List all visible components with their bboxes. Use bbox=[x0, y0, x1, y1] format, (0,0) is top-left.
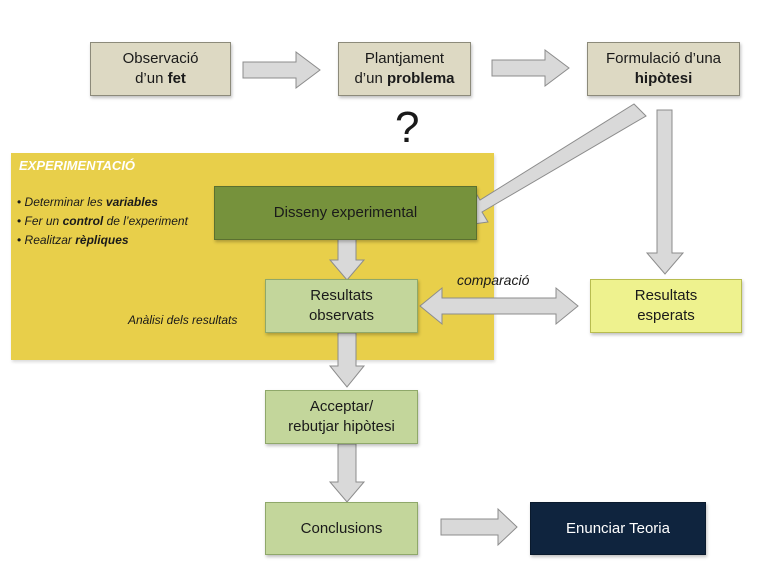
node-resultats-esperats: Resultats esperats bbox=[590, 279, 742, 333]
analysis-label: Anàlisi dels resultats bbox=[128, 313, 238, 327]
node-plantjament-line2: d’un problema bbox=[354, 70, 455, 87]
arrow-acceptar-to-conclusions bbox=[328, 443, 366, 503]
arrow-observats-to-acceptar bbox=[328, 332, 366, 388]
node-formulacio-line1: Formulació d’una bbox=[605, 50, 722, 67]
node-teoria-label: Enunciar Teoria bbox=[566, 519, 670, 537]
node-conclusions-label: Conclusions bbox=[300, 519, 383, 537]
node-acceptar-line1: Acceptar/ bbox=[309, 398, 374, 415]
experimentation-bullets: Determinar les variables Fer un control … bbox=[17, 193, 188, 250]
node-plantjament: Plantjament d’un problema bbox=[338, 42, 471, 96]
arrow-plantjament-to-formulacio bbox=[491, 49, 570, 87]
bullet-repliques: Realitzar rèpliques bbox=[17, 231, 188, 250]
node-teoria: Enunciar Teoria bbox=[530, 502, 706, 555]
node-plantjament-line1: Plantjament bbox=[364, 50, 445, 67]
node-observacio-line2: d’un fet bbox=[135, 70, 186, 87]
arrow-conclusions-to-teoria bbox=[440, 507, 518, 547]
node-acceptar-line2: rebutjar hipòtesi bbox=[288, 418, 395, 435]
node-formulacio: Formulació d’una hipòtesi bbox=[587, 42, 740, 96]
experimentation-title: EXPERIMENTACIÓ bbox=[19, 158, 136, 173]
arrow-comparison-double bbox=[419, 286, 579, 326]
node-esperats-line2: esperats bbox=[637, 307, 695, 324]
node-resultats-observats: Resultats observats bbox=[265, 279, 418, 333]
node-observacio: Observació d’un fet bbox=[90, 42, 231, 96]
question-mark: ? bbox=[395, 103, 420, 152]
node-disseny-label: Disseny experimental bbox=[273, 204, 418, 221]
node-esperats-line1: Resultats bbox=[634, 287, 698, 304]
arrow-observacio-to-plantjament bbox=[242, 51, 321, 89]
node-observats-line2: observats bbox=[308, 307, 375, 324]
comparison-label: comparació bbox=[457, 272, 530, 288]
node-observats-line1: Resultats bbox=[310, 287, 373, 304]
bullet-variables: Determinar les variables bbox=[17, 193, 188, 212]
node-conclusions: Conclusions bbox=[265, 502, 418, 555]
arrow-formulacio-to-esperats bbox=[645, 109, 685, 275]
node-disseny: Disseny experimental bbox=[214, 186, 477, 240]
node-acceptar: Acceptar/ rebutjar hipòtesi bbox=[265, 390, 418, 444]
node-observacio-line1: Observació bbox=[122, 50, 199, 67]
bullet-control: Fer un control de l’experiment bbox=[17, 212, 188, 231]
node-formulacio-line2: hipòtesi bbox=[634, 70, 693, 87]
